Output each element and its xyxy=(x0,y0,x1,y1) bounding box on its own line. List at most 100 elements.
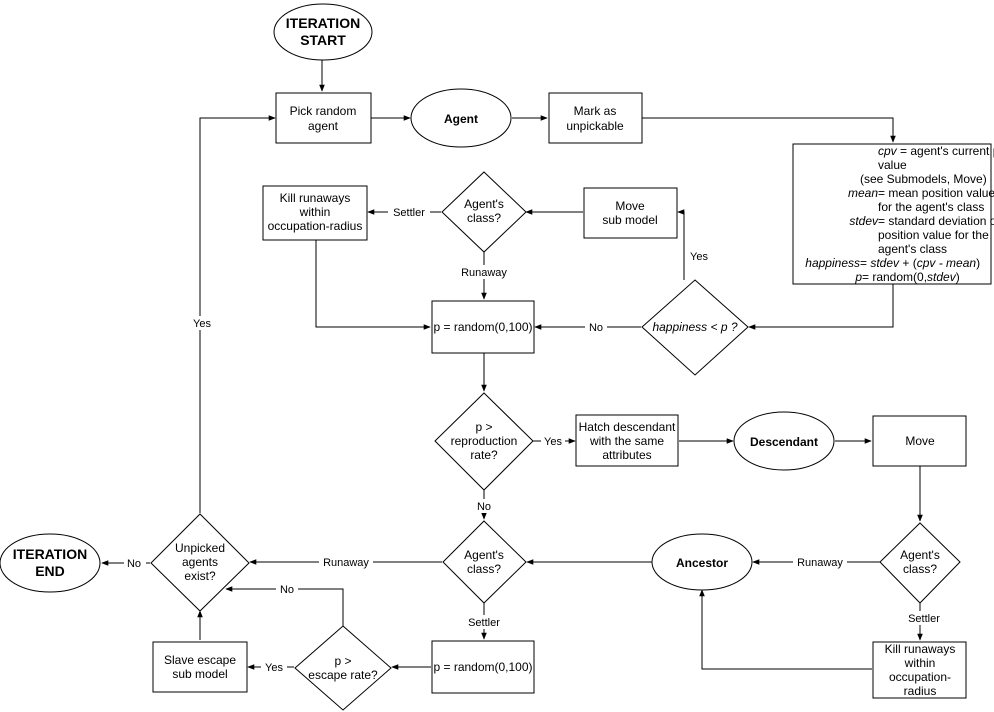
edge-label-no: No xyxy=(477,501,491,513)
node-info-box: cpv = agent's current position value (se… xyxy=(792,143,994,285)
node-label: Agent xyxy=(444,112,478,126)
info-line: value xyxy=(878,158,907,172)
node-label: Kill runaways xyxy=(280,191,351,205)
node-label: Move xyxy=(615,199,645,213)
node-label: END xyxy=(35,563,65,579)
node-label: class? xyxy=(467,211,501,225)
node-label: p > xyxy=(334,654,351,668)
edge-kill1-to-prandom xyxy=(315,240,431,330)
node-label: START xyxy=(300,32,346,48)
node-happiness-check: happiness < p ? xyxy=(641,279,749,376)
node-label: sub model xyxy=(172,667,227,681)
node-label: Hatch descendant xyxy=(579,420,676,434)
info-term: cpv - mean xyxy=(917,256,977,270)
node-iteration-start: ITERATION START xyxy=(273,3,373,61)
node-label: Kill runaways xyxy=(885,642,956,656)
node-label: Agent's xyxy=(900,548,940,562)
node-label: within xyxy=(904,656,936,670)
edge-label-yes: Yes xyxy=(265,662,283,674)
node-label: Agent's xyxy=(464,548,504,562)
node-label: radius xyxy=(904,684,937,698)
edge-label-runaway: Runaway xyxy=(461,267,507,279)
info-text: = random(0, xyxy=(862,270,927,284)
node-slave-escape: Slave escape sub model xyxy=(152,641,248,693)
info-line: (see Submodels, Move) xyxy=(860,172,987,186)
node-agents-class-1: Agent's class? xyxy=(441,171,527,253)
info-term: stdev xyxy=(870,256,900,270)
node-kill-runaways-1: Kill runaways within occupation-radius xyxy=(262,185,368,241)
node-label: p = random(0,100) xyxy=(433,660,532,674)
info-line: happiness xyxy=(805,256,860,270)
info-line: = standard deviation of xyxy=(878,214,994,228)
info-line: = mean position value xyxy=(878,186,994,200)
info-term: p xyxy=(854,270,862,284)
node-reproduction-check: p > reproduction rate? xyxy=(434,392,534,491)
node-pick-random-agent: Pick random agent xyxy=(275,92,372,144)
node-label: with the same xyxy=(589,434,664,448)
node-label: agent xyxy=(308,119,339,133)
node-label: happiness < p ? xyxy=(652,320,737,334)
node-descendant: Descendant xyxy=(733,411,835,471)
node-label: Mark as xyxy=(574,104,617,118)
node-agents-class-2: Agent's class? xyxy=(442,520,527,604)
node-label: class? xyxy=(467,562,501,576)
node-label: escape rate? xyxy=(308,668,378,682)
node-label: within xyxy=(299,205,331,219)
node-label: ITERATION xyxy=(13,546,87,562)
info-text: ) xyxy=(956,270,960,284)
node-label: Agent's xyxy=(464,197,504,211)
node-mark-unpickable: Mark as unpickable xyxy=(548,92,643,144)
node-agents-class-3: Agent's class? xyxy=(879,522,961,604)
edge-escape-no-to-unpicked xyxy=(225,586,344,626)
edge-label-runaway: Runaway xyxy=(797,557,843,569)
info-line: mean xyxy=(848,186,878,200)
node-move-sub-model: Move sub model xyxy=(583,187,678,239)
edge-label-settler: Settler xyxy=(468,617,500,629)
edge-labels: Settler Runaway Yes No Yes No Runaway Se… xyxy=(124,205,945,674)
node-label: reproduction xyxy=(451,434,518,448)
node-label: occupation- xyxy=(889,670,951,684)
node-label: Move xyxy=(905,434,935,448)
edge-label-yes: Yes xyxy=(544,436,562,448)
info-line: = stdev + (cpv - mean) xyxy=(860,256,980,270)
info-line: cpv = agent's current position xyxy=(878,144,994,158)
info-term: stdev xyxy=(849,214,879,228)
node-label: occupation-radius xyxy=(268,219,363,233)
edge-label-no: No xyxy=(280,584,294,596)
node-label: p = random(0,100) xyxy=(433,320,532,334)
edge-mark-to-info xyxy=(642,117,896,143)
info-text: = agent's current position xyxy=(897,144,994,158)
edge-info-to-happiness xyxy=(748,284,894,330)
node-label: unpickable xyxy=(566,119,624,133)
edge-happiness-yes-to-move xyxy=(677,209,685,280)
edge-label-runaway: Runaway xyxy=(323,557,369,569)
info-line: for the agent's class xyxy=(878,200,984,214)
node-label: agents xyxy=(182,555,218,569)
info-term: stdev xyxy=(927,270,957,284)
node-label: p > xyxy=(475,420,492,434)
info-line: stdev xyxy=(849,214,879,228)
node-p-random-100-bottom: p = random(0,100) xyxy=(431,640,535,694)
node-label: attributes xyxy=(602,448,651,462)
node-label: Descendant xyxy=(750,435,818,449)
node-label: Ancestor xyxy=(676,556,728,570)
edge-label-settler: Settler xyxy=(908,613,940,625)
node-label: Slave escape xyxy=(164,653,236,667)
info-line: = random(0,stdev) xyxy=(862,270,960,284)
edge-kill2-to-ancestor xyxy=(699,589,872,670)
node-move: Move xyxy=(872,415,967,467)
info-text: + ( xyxy=(899,256,917,270)
node-label: Unpicked xyxy=(175,541,225,555)
node-label: class? xyxy=(903,562,937,576)
edge-label-no: No xyxy=(127,558,141,570)
node-iteration-end: ITERATION END xyxy=(0,533,101,593)
info-line: agent's class xyxy=(878,242,947,256)
node-label: ITERATION xyxy=(286,15,360,31)
node-label: sub model xyxy=(602,213,657,227)
edge-label-yes: Yes xyxy=(193,318,211,330)
node-label: Pick random xyxy=(290,104,357,118)
node-escape-check: p > escape rate? xyxy=(294,625,392,711)
node-label: rate? xyxy=(470,448,498,462)
edge-label-settler: Settler xyxy=(393,207,425,219)
